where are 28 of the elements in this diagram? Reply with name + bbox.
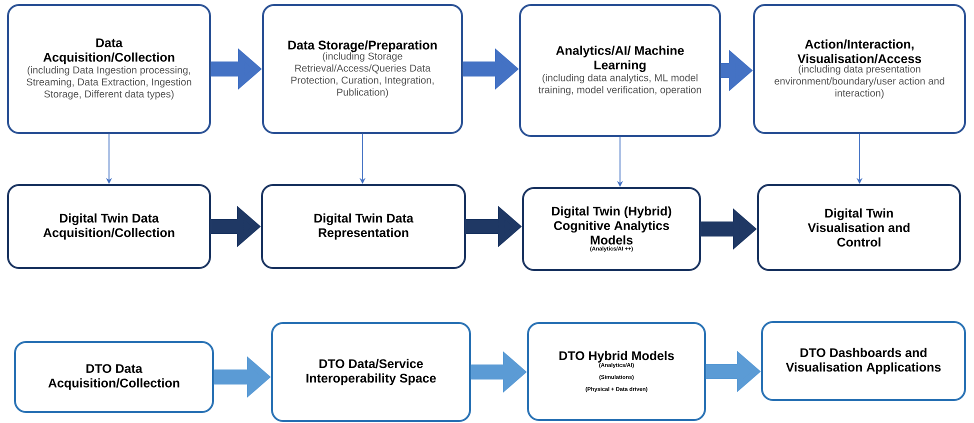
process-box: [761, 321, 966, 401]
process-box: [753, 4, 966, 134]
box-description: (including data presentation environment/boundary/user action and interaction): [774, 65, 944, 99]
process-box: [262, 4, 463, 134]
box-description: (including Data Ingestion processing, Streaming, Data Extraction, Ingestion Storage, Different data types): [26, 66, 192, 100]
box-heading: Action/Interaction, Visualisation/Access: [798, 39, 922, 64]
process-box: [522, 187, 701, 271]
process-box: [261, 184, 466, 269]
box-heading: DTO Data/Service Interoperability Space: [306, 358, 436, 386]
box-heading: Data Storage/Preparation: [288, 40, 437, 52]
box-heading: DTO Data Acquisition/Collection: [48, 364, 180, 390]
box-heading: Digital Twin Visualisation and Control: [808, 208, 910, 247]
box-description: (including Storage Retrieval/Access/Queries Data Protection, Curation, Integration, Publication): [291, 52, 434, 98]
process-box: [271, 322, 471, 422]
process-box: [527, 322, 706, 421]
box-heading: Digital Twin Data Representation: [314, 213, 414, 240]
process-box: [7, 4, 211, 134]
box-heading: Data Acquisition/Collection: [43, 38, 174, 64]
box-heading: Digital Twin Data Acquisition/Collection: [43, 213, 174, 240]
box-heading: DTO Hybrid Models: [559, 350, 674, 363]
process-box: [519, 4, 721, 137]
process-box: [14, 341, 214, 413]
box-heading: DTO Dashboards and Visualisation Applications: [786, 348, 941, 374]
process-box: [7, 184, 211, 269]
process-box: [757, 184, 962, 271]
box-description: (including data analytics, ML model training, model verification, operation: [538, 74, 702, 96]
box-heading: Analytics/AI/ Machine Learning: [556, 46, 684, 72]
box-heading: Digital Twin (Hybrid) Cognitive Analytics Models: [552, 206, 672, 245]
